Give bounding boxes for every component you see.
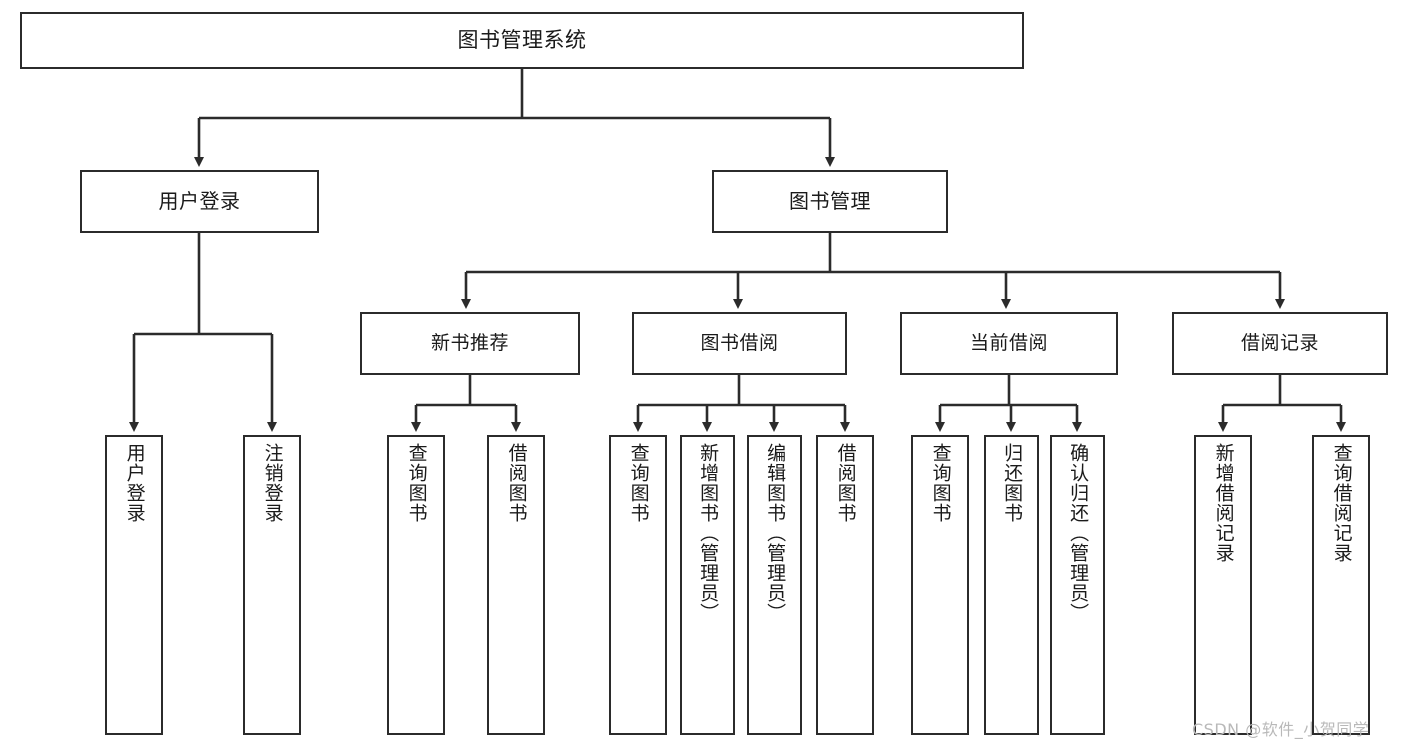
leaf-node[interactable]: 查询图书 [609, 435, 667, 735]
leaf-node-label: 新增借阅记录 [1212, 443, 1235, 563]
leaf-node[interactable]: 查询图书 [387, 435, 445, 735]
leaf-node[interactable]: 查询借阅记录 [1312, 435, 1370, 735]
leaf-node[interactable]: 用户登录 [105, 435, 163, 735]
node-book-management[interactable]: 图书管理 [712, 170, 948, 233]
node-user-login[interactable]: 用户登录 [80, 170, 319, 233]
leaf-node[interactable]: 编辑图书（管理员） [747, 435, 802, 735]
leaf-node-label: 注销登录 [261, 443, 284, 523]
leaf-node[interactable]: 借阅图书 [816, 435, 874, 735]
leaf-node[interactable]: 归还图书 [984, 435, 1039, 735]
leaf-node-label: 用户登录 [123, 443, 146, 523]
node-root-label: 图书管理系统 [457, 28, 587, 53]
leaf-node-label: 查询借阅记录 [1330, 443, 1353, 563]
leaf-node[interactable]: 新增借阅记录 [1194, 435, 1252, 735]
node-new-book-recommend-label: 新书推荐 [430, 332, 509, 355]
node-book-borrow[interactable]: 图书借阅 [632, 312, 847, 375]
leaf-node-label: 查询图书 [627, 443, 650, 523]
node-current-borrow[interactable]: 当前借阅 [900, 312, 1118, 375]
watermark: CSDN @软件_小贺同学 [1192, 720, 1370, 739]
leaf-node-label: 查询图书 [929, 443, 952, 523]
leaf-node[interactable]: 注销登录 [243, 435, 301, 735]
leaf-node-label: 新增图书（管理员） [697, 443, 720, 623]
node-book-management-label: 图书管理 [789, 188, 871, 213]
leaf-node-label: 归还图书 [1001, 443, 1024, 523]
node-borrow-record[interactable]: 借阅记录 [1172, 312, 1388, 375]
leaf-node-label: 编辑图书（管理员） [764, 443, 787, 623]
node-new-book-recommend[interactable]: 新书推荐 [360, 312, 580, 375]
leaf-node[interactable]: 借阅图书 [487, 435, 545, 735]
node-root[interactable]: 图书管理系统 [20, 12, 1024, 69]
node-user-login-label: 用户登录 [158, 188, 241, 213]
node-borrow-record-label: 借阅记录 [1240, 332, 1319, 355]
leaf-node[interactable]: 新增图书（管理员） [680, 435, 735, 735]
leaf-node-label: 借阅图书 [834, 443, 857, 523]
leaf-node-label: 查询图书 [405, 443, 428, 523]
node-current-borrow-label: 当前借阅 [969, 332, 1048, 355]
node-book-borrow-label: 图书借阅 [700, 332, 779, 355]
leaf-node-label: 借阅图书 [505, 443, 528, 523]
leaf-node[interactable]: 查询图书 [911, 435, 969, 735]
leaf-node[interactable]: 确认归还（管理员） [1050, 435, 1105, 735]
leaf-node-label: 确认归还（管理员） [1067, 443, 1090, 623]
